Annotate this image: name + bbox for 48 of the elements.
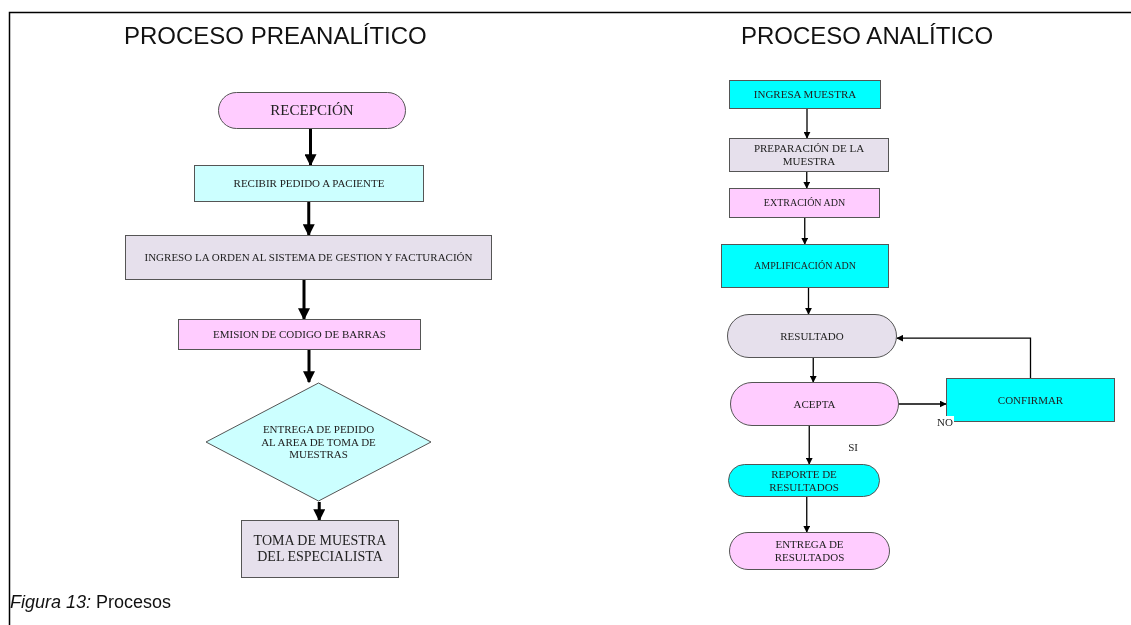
edge-label: SI: [847, 441, 860, 454]
arrow: [805, 287, 812, 315]
arrow: [803, 496, 811, 533]
node-text: EMISION DE CODIGO DE BARRAS: [213, 328, 386, 341]
arrow: [809, 357, 817, 383]
arrow: [298, 280, 310, 321]
node-text: RECEPCIÓN: [270, 101, 354, 120]
arrow: [896, 334, 1032, 379]
node-text: REPORTE DE RESULTADOS: [768, 467, 840, 494]
terminator-pill: [727, 314, 897, 358]
node-text: EXTRACIÓN ADN: [763, 197, 846, 209]
process-box: [125, 235, 492, 280]
diamond-text: ENTREGA DE PEDIDO AL AREA DE TOMA DE MUESTRAS: [260, 423, 377, 461]
arrow: [801, 217, 809, 245]
process-box: [178, 319, 421, 350]
node-text: AMPLIFICACIÓN ADN: [754, 260, 856, 272]
arrow: [303, 350, 315, 384]
section-title: PROCESO ANALÍTICO: [741, 22, 994, 50]
arrow: [803, 108, 811, 139]
terminator-pill: [218, 92, 406, 129]
process-box: [729, 80, 881, 109]
process-box: [241, 520, 399, 578]
terminator-pill: [730, 382, 899, 426]
terminator-pill: [728, 464, 880, 497]
arrow: [805, 425, 813, 465]
process-box: [194, 165, 424, 202]
process-box: [729, 138, 889, 172]
node-text: ENTREGA DE RESULTADOS: [773, 538, 846, 564]
arrow: [313, 502, 326, 522]
arrow: [803, 171, 811, 189]
node-text: INGRESO LA ORDEN AL SISTEMA DE GESTION Y FACTURACIÓN: [144, 251, 473, 264]
section-title: PROCESO PREANALÍTICO: [124, 22, 427, 50]
process-box: [721, 244, 889, 288]
arrow: [302, 202, 315, 237]
arrow: [898, 400, 947, 408]
edge-label: NO: [936, 416, 954, 429]
node-text: INGRESA MUESTRA: [753, 88, 857, 101]
node-text: ACEPTA: [793, 397, 836, 411]
decision-diamond: [205, 382, 432, 502]
node-text: TOMA DE MUESTRA DEL ESPECIALISTA: [252, 532, 388, 566]
node-text: CONFIRMAR: [997, 393, 1064, 407]
node-text: PREPARACIÓN DE LA MUESTRA: [752, 142, 866, 168]
terminator-pill: [729, 532, 890, 570]
figure-caption: Figura 13: Procesos: [10, 592, 172, 613]
node-text: RECIBIR PEDIDO A PACIENTE: [233, 177, 385, 190]
node-text: RESULTADO: [780, 329, 844, 343]
process-box: [729, 188, 880, 218]
arrow: [304, 129, 317, 167]
